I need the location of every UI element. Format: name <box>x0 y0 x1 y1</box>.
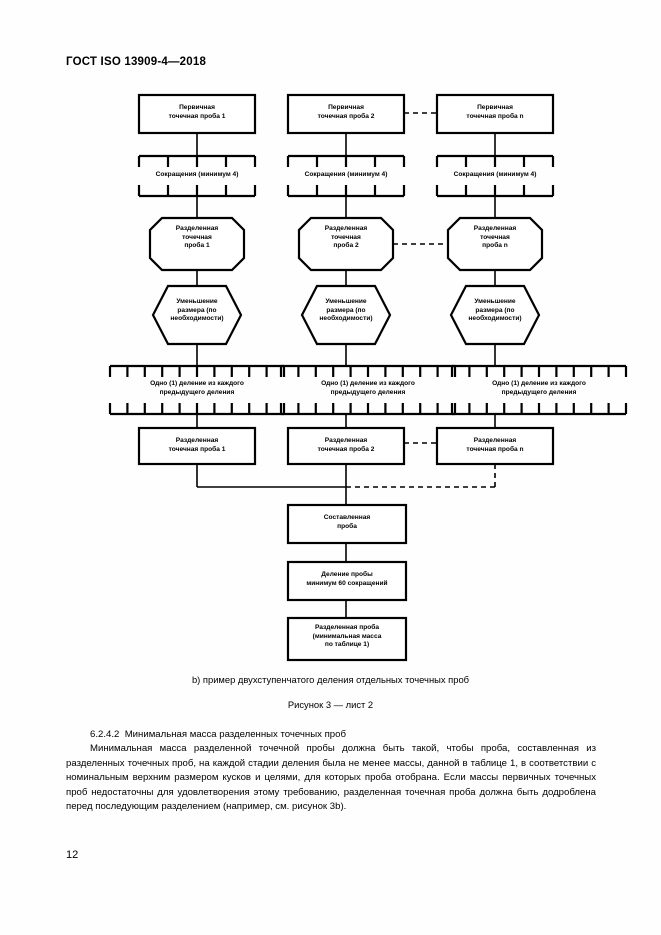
figure-subcaption-b: b) пример двухступенчатого деления отдел… <box>191 674 470 685</box>
clause-number: 6.2.4.2 <box>90 729 120 740</box>
figure-caption: Рисунок 3 — лист 2 <box>287 699 374 710</box>
node-reductions-2: Сокращения (минимум 4) <box>304 171 388 178</box>
node-reductions-1: Сокращения (минимум 4) <box>155 171 239 178</box>
clause-paragraph: Минимальная масса разделенной точечной п… <box>66 743 596 813</box>
page-number: 12 <box>66 849 79 861</box>
flowchart-svg <box>108 93 628 662</box>
node-one-division-2: Одно (1) деление из каждого предыдущего … <box>321 380 415 396</box>
node-one-division-1: Одно (1) деление из каждого предыдущего … <box>150 380 244 396</box>
flowchart-figure-3-sheet-2: Первичная точечная проба 1 Сокращения (м… <box>108 93 628 662</box>
node-reductions-n: Сокращения (минимум 4) <box>453 171 537 178</box>
document-header-standard-number: ГОСТ ISO 13909-4—2018 <box>66 56 207 68</box>
clause-heading: 6.2.4.2 Минимальная масса разделенных то… <box>66 728 596 742</box>
clause-title: Минимальная масса разделенных точечных п… <box>124 729 346 740</box>
node-one-division-n: Одно (1) деление из каждого предыдущего … <box>492 380 586 396</box>
body-text-block: 6.2.4.2 Минимальная масса разделенных то… <box>66 728 596 814</box>
